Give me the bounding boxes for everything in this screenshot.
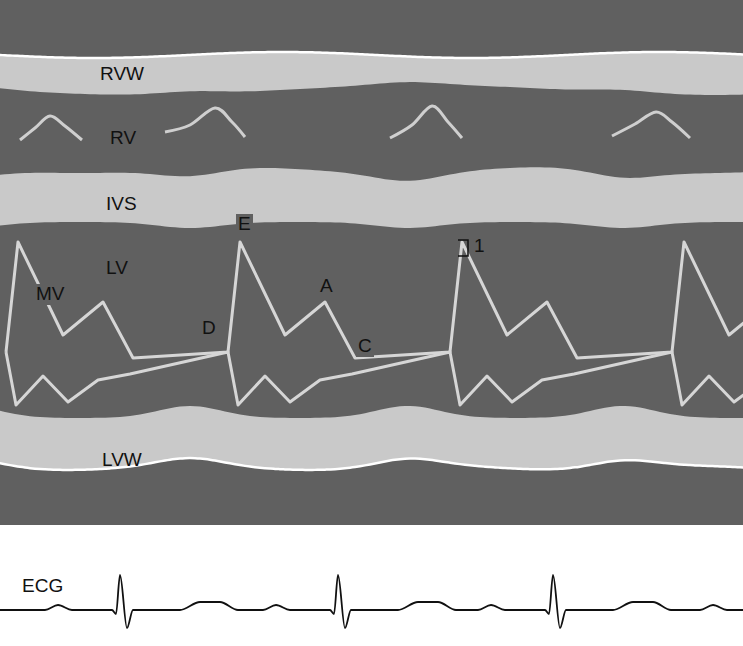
wall-band: LVW <box>0 414 743 472</box>
wall-band: RVW <box>0 50 743 92</box>
septum-band <box>0 167 743 228</box>
valve-label: MV <box>34 284 67 305</box>
wave-point-label: E <box>236 214 253 235</box>
tricuspid-trace <box>612 112 690 138</box>
posterior-mitral-leaflet <box>6 352 743 405</box>
pericardium-line <box>0 52 743 58</box>
chamber-label: RVW <box>100 64 144 85</box>
tricuspid-trace <box>390 106 462 138</box>
wave-point-label: C <box>356 336 374 357</box>
chamber-label: RV <box>110 128 136 149</box>
chamber-label: IVS <box>106 194 137 215</box>
tricuspid-trace <box>20 116 82 140</box>
wave-point-label: D <box>200 318 218 339</box>
chamber-label: LVW <box>102 450 142 471</box>
anterior-mitral-leaflet <box>6 242 743 358</box>
cavity-band: LV <box>0 224 743 414</box>
trace-label: ECG <box>20 576 65 597</box>
lv-wall-band <box>0 406 743 470</box>
chamber-label: LV <box>106 258 128 279</box>
rv-wall-band <box>0 52 743 95</box>
callout-number: 1 <box>472 236 487 257</box>
wave-point-label: A <box>318 276 335 297</box>
tricuspid-trace <box>165 108 245 137</box>
bracket <box>458 240 468 256</box>
septum-band: IVS <box>0 168 743 224</box>
cavity-band: RV <box>0 92 743 168</box>
ecg-trace <box>0 575 743 628</box>
